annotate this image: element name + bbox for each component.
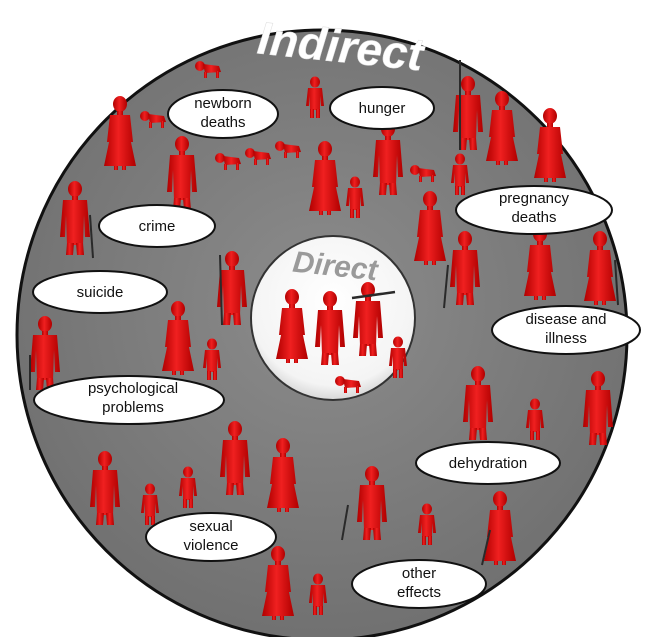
- label-hunger: hunger: [329, 86, 435, 130]
- label-text: effects: [397, 584, 441, 601]
- label-text: suicide: [77, 284, 124, 301]
- label-text: deaths: [200, 114, 245, 131]
- label-sexual-violence: sexual violence: [145, 512, 277, 562]
- label-text: pregnancy: [499, 190, 570, 207]
- label-text: illness: [545, 330, 587, 347]
- label-text: violence: [183, 537, 238, 554]
- label-suicide: suicide: [32, 270, 168, 314]
- label-disease-and-illness: disease and illness: [491, 305, 641, 355]
- label-text: disease and: [526, 311, 607, 328]
- rifle-icon: [351, 290, 396, 300]
- label-other-effects: other effects: [351, 559, 487, 609]
- label-text: problems: [102, 399, 164, 416]
- label-text: psychological: [88, 380, 178, 397]
- label-newborn-deaths: newborn deaths: [167, 89, 279, 139]
- label-text: deaths: [511, 209, 556, 226]
- label-text: newborn: [194, 95, 252, 112]
- label-text: crime: [139, 218, 176, 235]
- label-crime: crime: [98, 204, 216, 248]
- label-text: dehydration: [449, 455, 527, 472]
- walking-sticks: [29, 60, 619, 566]
- label-dehydration: dehydration: [415, 441, 561, 485]
- label-psychological-problems: psychological problems: [33, 375, 225, 425]
- label-pregnancy-deaths: pregnancy deaths: [455, 185, 613, 235]
- label-text: sexual: [189, 518, 232, 535]
- label-text: other: [402, 565, 436, 582]
- label-text: hunger: [359, 100, 406, 117]
